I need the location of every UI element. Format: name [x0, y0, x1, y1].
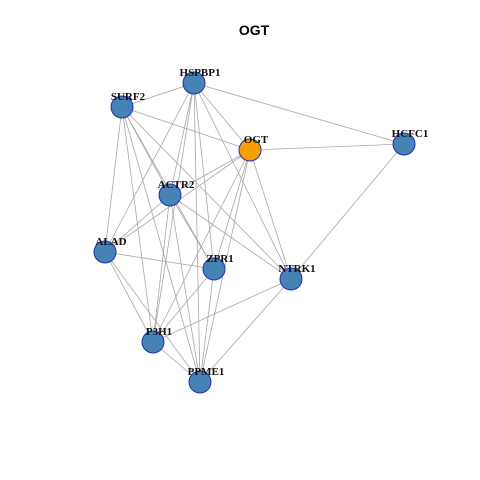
edge-zpr1-p3h1 — [152, 268, 215, 343]
node-ogt[interactable]: OGT — [238, 134, 269, 162]
edge-surf2-ntrk1 — [121, 106, 292, 280]
edge-actr2-zpr1 — [169, 194, 215, 270]
edge-surf2-ppme1 — [121, 106, 201, 383]
node-label-hspbp1: HSPBP1 — [180, 67, 221, 79]
node-label-ogt: OGT — [244, 134, 269, 146]
node-surf2[interactable]: SURF2 — [110, 91, 146, 119]
node-label-surf2: SURF2 — [111, 91, 146, 103]
edge-alad-zpr1 — [104, 251, 215, 270]
node-circle-ntrk1[interactable] — [279, 267, 303, 291]
node-p3h1[interactable]: P3H1 — [141, 326, 172, 354]
edge-hspbp1-hcfc1 — [193, 82, 405, 145]
node-circle-hcfc1[interactable] — [392, 132, 416, 156]
edge-actr2-p3h1 — [152, 194, 171, 343]
diagram-title: OGT — [239, 22, 270, 38]
edge-hspbp1-ntrk1 — [193, 82, 292, 280]
node-label-ppme1: PPME1 — [188, 366, 225, 378]
edge-zpr1-ppme1 — [199, 268, 215, 383]
edge-alad-p3h1 — [104, 251, 154, 343]
node-ntrk1[interactable]: NTRK1 — [278, 263, 316, 291]
edge-ogt-hcfc1 — [249, 143, 405, 151]
edge-hspbp1-p3h1 — [152, 82, 195, 343]
edge-hspbp1-alad — [104, 82, 195, 253]
node-label-zpr1: ZPR1 — [206, 253, 234, 265]
edge-alad-ppme1 — [104, 251, 201, 383]
node-circle-alad[interactable] — [93, 240, 117, 264]
node-zpr1[interactable]: ZPR1 — [202, 253, 234, 281]
node-circle-hspbp1[interactable] — [182, 71, 206, 95]
node-ppme1[interactable]: PPME1 — [188, 366, 225, 394]
node-circle-ppme1[interactable] — [188, 370, 212, 394]
node-label-alad: ALAD — [95, 236, 126, 248]
node-actr2[interactable]: ACTR2 — [158, 179, 195, 207]
edge-ntrk1-ppme1 — [199, 278, 292, 383]
node-circle-actr2[interactable] — [158, 183, 182, 207]
node-circle-p3h1[interactable] — [141, 330, 165, 354]
edge-ogt-p3h1 — [152, 149, 251, 343]
edge-hspbp1-ppme1 — [193, 82, 201, 383]
node-circle-ogt[interactable] — [238, 138, 262, 162]
node-circle-surf2[interactable] — [110, 95, 134, 119]
edge-surf2-alad — [104, 106, 123, 253]
node-label-actr2: ACTR2 — [158, 179, 195, 191]
edge-hspbp1-actr2 — [169, 82, 195, 196]
edge-hspbp1-ogt — [193, 82, 251, 151]
edge-hcfc1-ntrk1 — [290, 143, 405, 280]
node-label-p3h1: P3H1 — [146, 326, 172, 338]
node-alad[interactable]: ALAD — [93, 236, 127, 264]
edge-actr2-ntrk1 — [169, 194, 292, 280]
edge-surf2-ogt — [121, 106, 251, 151]
edge-surf2-p3h1 — [121, 106, 154, 343]
node-label-ntrk1: NTRK1 — [278, 263, 315, 275]
node-hcfc1[interactable]: HCFC1 — [392, 128, 429, 156]
edge-ntrk1-p3h1 — [152, 278, 292, 343]
edge-actr2-ppme1 — [169, 194, 201, 383]
edge-hspbp1-surf2 — [121, 82, 195, 108]
edge-ogt-ntrk1 — [249, 149, 292, 280]
node-hspbp1[interactable]: HSPBP1 — [180, 67, 221, 95]
edge-ogt-actr2 — [169, 149, 251, 196]
edge-ogt-zpr1 — [213, 149, 251, 270]
node-label-hcfc1: HCFC1 — [392, 128, 429, 140]
edge-actr2-alad — [104, 194, 171, 253]
node-circle-zpr1[interactable] — [202, 257, 226, 281]
